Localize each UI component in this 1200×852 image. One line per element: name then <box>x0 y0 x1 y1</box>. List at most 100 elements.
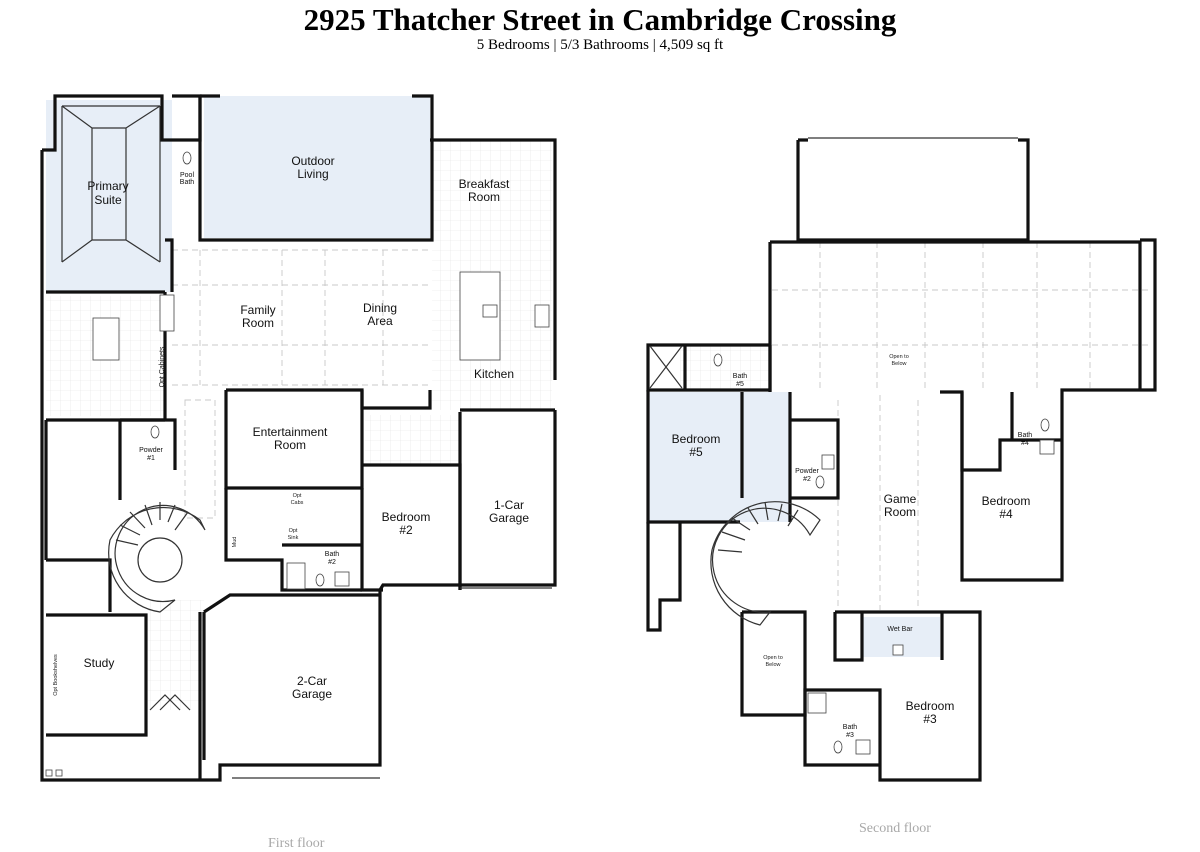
primary-bath-walls <box>46 238 174 422</box>
open-below2-walls <box>740 610 807 717</box>
opt-sink-label-2: Sink <box>288 535 299 541</box>
bedroom4-label: Bedroom <box>982 494 1031 508</box>
bedroom4-label-2: #4 <box>999 507 1013 521</box>
bath5-tile <box>680 346 770 390</box>
outdoor-living-label-2: Living <box>297 167 328 181</box>
cooktop <box>534 304 550 328</box>
wet-bar-walls <box>833 612 944 662</box>
stair-well <box>137 537 183 583</box>
powder-toilet <box>150 425 160 439</box>
bath4-label-2: #4 <box>1021 440 1029 447</box>
bath3-label: Bath <box>843 724 858 731</box>
island-sink <box>482 304 498 318</box>
mud-label: Mud <box>232 537 238 548</box>
stair-treads <box>115 502 189 546</box>
outdoor-living-wall <box>198 94 434 242</box>
bath5-shower <box>649 345 683 389</box>
open-below2-label: Open to <box>763 655 783 661</box>
second-floor-caption: Second floor <box>859 821 931 836</box>
garage1-label-2: Garage <box>489 511 529 525</box>
bath5-label: Bath <box>733 373 748 380</box>
foyer-tile <box>148 600 204 710</box>
primary-suite-highlight <box>46 100 172 292</box>
first-floor-staircase <box>108 504 206 613</box>
garage1-walls <box>458 408 555 590</box>
first-floor-outer-walls <box>40 94 557 782</box>
garage-door-lines <box>232 587 552 779</box>
dining-area-label-2: Area <box>367 314 393 328</box>
garage2-label: 2-Car <box>297 674 327 688</box>
bath4-label: Bath <box>1018 432 1033 439</box>
powder2-label: Powder <box>795 468 819 475</box>
bedroom5-closet-walls <box>646 522 682 632</box>
bedroom2-label-2: #2 <box>399 523 413 537</box>
primary-suite-label-2: Suite <box>94 193 122 207</box>
powder2-toilet <box>815 475 825 489</box>
bedroom5-label: Bedroom <box>672 432 721 446</box>
bath2-toilet <box>315 573 325 587</box>
bedroom5-highlight <box>648 392 790 522</box>
bath5-toilet <box>713 353 723 367</box>
outdoor-living-highlight <box>204 96 430 238</box>
study-label: Study <box>84 656 115 670</box>
bedroom5-label-2: #5 <box>689 445 703 459</box>
hall-ceiling <box>184 399 216 519</box>
outdoor-living-label: Outdoor <box>291 154 334 168</box>
bath5-label-2: #5 <box>736 381 744 388</box>
page-title: 2925 Thatcher Street in Cambridge Crossi… <box>303 2 897 37</box>
bath2-tub <box>286 562 306 590</box>
study-walls <box>46 558 148 737</box>
powder1-label-2: #1 <box>147 455 155 462</box>
bath3-toilet <box>833 740 843 754</box>
open-below-label-2: Below <box>892 361 907 367</box>
bedroom2-label: Bedroom <box>382 510 431 524</box>
opt-cabs-label-2: Cabs <box>291 500 304 506</box>
bath4-sink <box>1039 439 1055 455</box>
post-right <box>55 769 63 777</box>
bath2-label-2: #2 <box>328 559 336 566</box>
balcony-walls <box>796 138 1030 242</box>
family-room-label-2: Room <box>242 316 274 330</box>
family-room-label: Family <box>240 303 275 317</box>
powder2-walls <box>790 418 840 500</box>
pool-bath-label: Pool <box>180 172 194 179</box>
primary-tub <box>92 317 120 361</box>
entertainment-room-label: Entertainment <box>253 425 328 439</box>
bath3-label-2: #3 <box>846 732 854 739</box>
bath3-sink <box>855 739 871 755</box>
fireplace <box>159 294 175 332</box>
powder-walls <box>44 418 177 560</box>
bath2-label: Bath <box>325 551 340 558</box>
first-floor-caption: First floor <box>268 836 325 851</box>
bedroom3-label: Bedroom <box>906 699 955 713</box>
bath3-tub <box>807 692 827 714</box>
dining-area-label: Dining <box>363 301 397 315</box>
powder2-label-2: #2 <box>803 476 811 483</box>
mud-bath2-walls <box>224 488 362 592</box>
kitchen-label: Kitchen <box>474 367 514 381</box>
primary-outer-wall <box>42 94 172 152</box>
bedroom3-label-2: #3 <box>923 712 937 726</box>
first-floor-plan: Primary Suite Pool Bath Outdoor Living B… <box>40 94 557 782</box>
hall-tile <box>365 415 460 465</box>
primary-suite-label: Primary <box>87 179 128 193</box>
powder1-label: Powder <box>139 447 163 454</box>
garage2-label-2: Garage <box>292 687 332 701</box>
open-below-ceiling <box>772 242 1150 390</box>
dining-kitchen-wall <box>360 390 432 410</box>
garage1-label: 1-Car <box>494 498 524 512</box>
opt-bookshelves-label: Opt Bookshelves <box>53 654 59 696</box>
game-room-label-2: Room <box>884 505 916 519</box>
second-floor-plan: Open to Below Bath #5 Bedroom #5 Powder … <box>646 137 1157 782</box>
page-subtitle: 5 Bedrooms | 5/3 Bathrooms | 4,509 sq ft <box>476 37 724 53</box>
breakfast-room-label-2: Room <box>468 190 500 204</box>
wet-bar-sink <box>892 644 904 656</box>
powder2-sink <box>821 454 835 470</box>
primary-ceiling-lines <box>61 105 161 263</box>
open-below2-label-2: Below <box>766 662 781 668</box>
pool-bath-label-2: Bath <box>180 179 195 186</box>
bath4-walls <box>960 392 1062 472</box>
bath4-toilet <box>1040 418 1050 432</box>
bedroom3-walls <box>803 610 982 782</box>
